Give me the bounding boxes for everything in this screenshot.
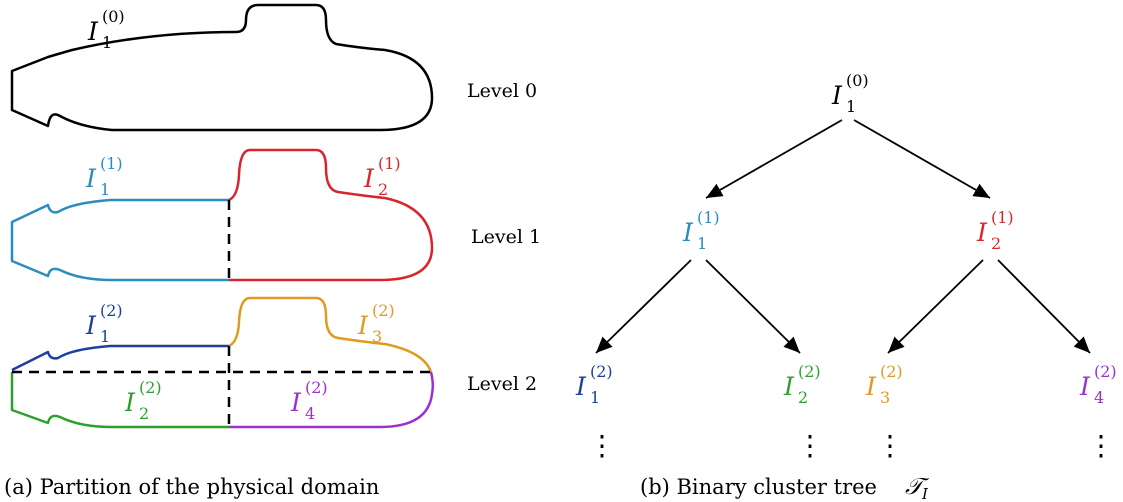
label-sup: (2) [798, 362, 821, 381]
tree-node-I2-1: I 2 (1) [976, 208, 1014, 253]
vertical-dots: ⋮ [588, 429, 616, 462]
label-base: I [1079, 372, 1091, 401]
submarine-part-I2-1 [228, 148, 434, 282]
edge-r1-l4 [997, 259, 1091, 354]
label-base: I [976, 218, 988, 247]
caption-b: (b) Binary cluster tree 𝒯 I [640, 474, 930, 502]
submarine-part-I3-2 [228, 296, 433, 373]
caption-b-subscript: I [921, 485, 929, 502]
label-sub: 2 [798, 388, 808, 407]
label-I1-1-left: I 1 (1) [85, 154, 123, 199]
submarine-part-I2-2 [10, 372, 229, 429]
tree-node-I1-1: I 1 (1) [682, 208, 720, 253]
label-I4-2-left: I 4 (2) [290, 378, 328, 423]
label-sup: (0) [102, 7, 125, 26]
vertical-dots: ⋮ [876, 429, 904, 462]
label-sup: (1) [991, 208, 1014, 227]
label-sub: 4 [305, 404, 315, 423]
label-I2-1-left: I 2 (1) [363, 154, 401, 199]
caption-a: (a) Partition of the physical domain [4, 475, 379, 499]
label-sup: (2) [139, 378, 162, 397]
label-I2-2-left: I 2 (2) [124, 378, 162, 423]
label-I1-2-left: I 1 (2) [85, 301, 123, 346]
label-sub: 2 [378, 180, 388, 199]
label-I1-0-left: I 1 (0) [87, 7, 125, 52]
continuation-dots: ⋮ ⋮ ⋮ ⋮ [588, 429, 1115, 462]
tree-node-root: I 1 (0) [831, 71, 869, 116]
submarine-part-I1-1 [10, 198, 229, 282]
edge-root-left [705, 119, 843, 199]
tree-node-I1-2: I 1 (2) [575, 362, 613, 407]
label-sub: 2 [139, 404, 149, 423]
submarine-level-0 [10, 3, 434, 132]
label-base: I [831, 81, 843, 110]
label-sub: 1 [100, 180, 110, 199]
level-0-label: Level 0 [467, 80, 537, 102]
submarine-part-I1-2 [11, 344, 229, 372]
submarine-level-1 [10, 148, 434, 282]
label-sup: (2) [880, 362, 903, 381]
label-sup: (1) [378, 154, 401, 173]
label-sup: (1) [697, 208, 720, 227]
label-sup: (2) [372, 301, 395, 320]
label-base: I [85, 311, 97, 340]
label-sub: 1 [102, 33, 112, 52]
label-base: I [357, 311, 369, 340]
label-sub: 3 [880, 388, 890, 407]
submarine-outline-level-0 [10, 3, 434, 132]
vertical-dots: ⋮ [796, 429, 824, 462]
label-base: I [85, 164, 97, 193]
tree-node-I4-2: I 4 (2) [1079, 362, 1117, 407]
caption-b-text: (b) Binary cluster tree [640, 475, 877, 499]
label-sub: 1 [100, 327, 110, 346]
edge-r1-l3 [887, 259, 984, 354]
label-base: I [865, 372, 877, 401]
label-sup: (2) [305, 378, 328, 397]
label-sub: 1 [697, 234, 707, 253]
label-sup: (1) [100, 154, 123, 173]
label-base: I [290, 388, 302, 417]
submarine-level-2 [10, 296, 435, 429]
tree-node-I2-2: I 2 (2) [783, 362, 821, 407]
edge-l1-l1 [595, 259, 692, 354]
label-I3-2-left: I 3 (2) [357, 301, 395, 346]
level-2-label: Level 2 [467, 373, 537, 395]
label-sub: 1 [846, 97, 856, 116]
level-1-label: Level 1 [471, 226, 541, 248]
label-base: I [87, 17, 99, 46]
label-sub: 2 [991, 234, 1001, 253]
edge-l1-l2 [705, 259, 801, 354]
label-sup: (0) [846, 71, 869, 90]
label-sub: 1 [590, 388, 600, 407]
tree-edges [595, 119, 1091, 354]
tree-node-I3-2: I 3 (2) [865, 362, 903, 407]
edge-root-right [853, 119, 991, 199]
label-base: I [783, 372, 795, 401]
label-sub: 3 [372, 327, 382, 346]
label-sup: (2) [100, 301, 123, 320]
vertical-dots: ⋮ [1087, 429, 1115, 462]
label-sup: (2) [1094, 362, 1117, 381]
label-base: I [682, 218, 694, 247]
label-sup: (2) [590, 362, 613, 381]
submarine-part-I4-2 [229, 371, 435, 429]
label-base: I [124, 388, 136, 417]
label-base: I [575, 372, 587, 401]
label-sub: 4 [1094, 388, 1104, 407]
label-base: I [363, 164, 375, 193]
